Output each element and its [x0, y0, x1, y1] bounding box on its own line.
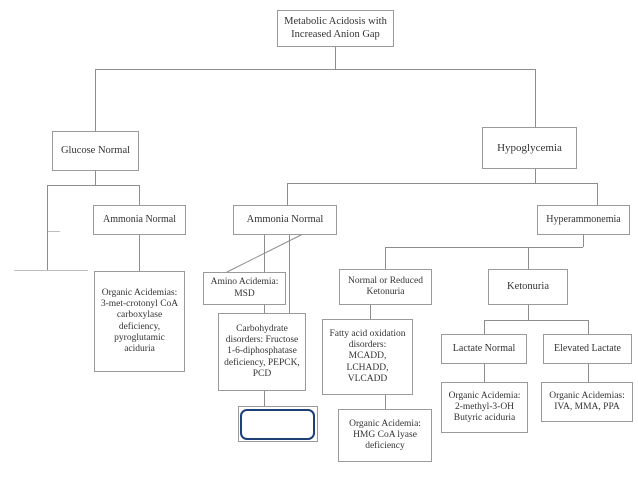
connector-lactate-normal-to-organic [484, 364, 485, 382]
connector-to-lactate-normal [484, 320, 485, 334]
connector-to-ammonia-normal-mid [287, 183, 288, 205]
connector-hypoglycemia-spread [287, 183, 597, 184]
connector-hyperammonemia-stem [583, 235, 584, 247]
node-organic-acidemia-2methyl[interactable]: Organic Acidemia: 2-methyl-3-OH Butyric … [441, 382, 528, 433]
node-fatty-acid-oxidation[interactable]: Fatty acid oxidation disorders: MCADD, L… [322, 319, 413, 395]
connector-to-normal-reduced-ketonuria [385, 247, 386, 269]
node-ketonuria[interactable]: Ketonuria [488, 269, 568, 305]
connector-ammonia-mid-to-carbohydrate [289, 235, 290, 313]
connector-root-spread [95, 69, 535, 70]
node-hypoglycemia[interactable]: Hypoglycemia [482, 127, 577, 169]
node-blank-selected[interactable] [240, 409, 315, 440]
connector-hyperammonemia-spread [385, 247, 583, 248]
node-elevated-lactate[interactable]: Elevated Lactate [543, 334, 632, 364]
connector-hypoglycemia-stem [535, 169, 536, 183]
node-amino-acidemia[interactable]: Amino Acidemia: MSD [203, 272, 286, 305]
node-hmg-coa-lyase[interactable]: Organic Acidemia: HMG CoA lyase deficien… [338, 409, 432, 462]
node-ammonia-normal-left[interactable]: Ammonia Normal [93, 205, 186, 235]
connector-ammonia-left-to-organic [139, 235, 140, 271]
node-glucose-normal[interactable]: Glucose Normal [52, 131, 139, 171]
connector-glucose-left-drop [47, 185, 48, 270]
connector-to-ketonuria [528, 247, 529, 269]
node-root[interactable]: Metabolic Acidosis with Increased Anion … [277, 10, 394, 47]
connector-root-stem [335, 47, 336, 69]
connector-ketonuria-spread [484, 320, 588, 321]
connector-ammonia-mid-to-amino-acidemia [226, 233, 304, 273]
node-hyperammonemia[interactable]: Hyperammonemia [537, 205, 630, 235]
stray-line-left [14, 270, 88, 271]
connector-glucose-stem [95, 171, 96, 185]
connector-fao-to-hmg [385, 395, 386, 409]
connector-to-glucose-normal [95, 69, 96, 131]
node-organic-acidemias-iva[interactable]: Organic Acidemias: IVA, MMA, PPA [541, 382, 633, 422]
connector-to-ammonia-normal-left [139, 185, 140, 205]
connector-glucose-spread [47, 185, 139, 186]
node-ammonia-normal-mid[interactable]: Ammonia Normal [233, 205, 337, 235]
connector-to-elevated-lactate [588, 320, 589, 334]
connector-to-hypoglycemia [535, 69, 536, 127]
connector-elevated-lactate-to-organic [588, 364, 589, 382]
node-carbohydrate-disorders[interactable]: Carbohydrate disorders: Fructose 1-6-dip… [218, 313, 306, 391]
node-organic-acidemias-left[interactable]: Organic Acidemias: 3-met-crotonyl CoA ca… [94, 271, 185, 372]
node-lactate-normal[interactable]: Lactate Normal [441, 334, 527, 364]
node-normal-reduced-ketonuria[interactable]: Normal or Reduced Ketonuria [339, 269, 432, 305]
connector-ketonuria-stem [528, 305, 529, 320]
connector-nrk-to-fao [370, 305, 371, 319]
stray-dot-left [48, 231, 60, 232]
connector-to-hyperammonemia [597, 183, 598, 205]
